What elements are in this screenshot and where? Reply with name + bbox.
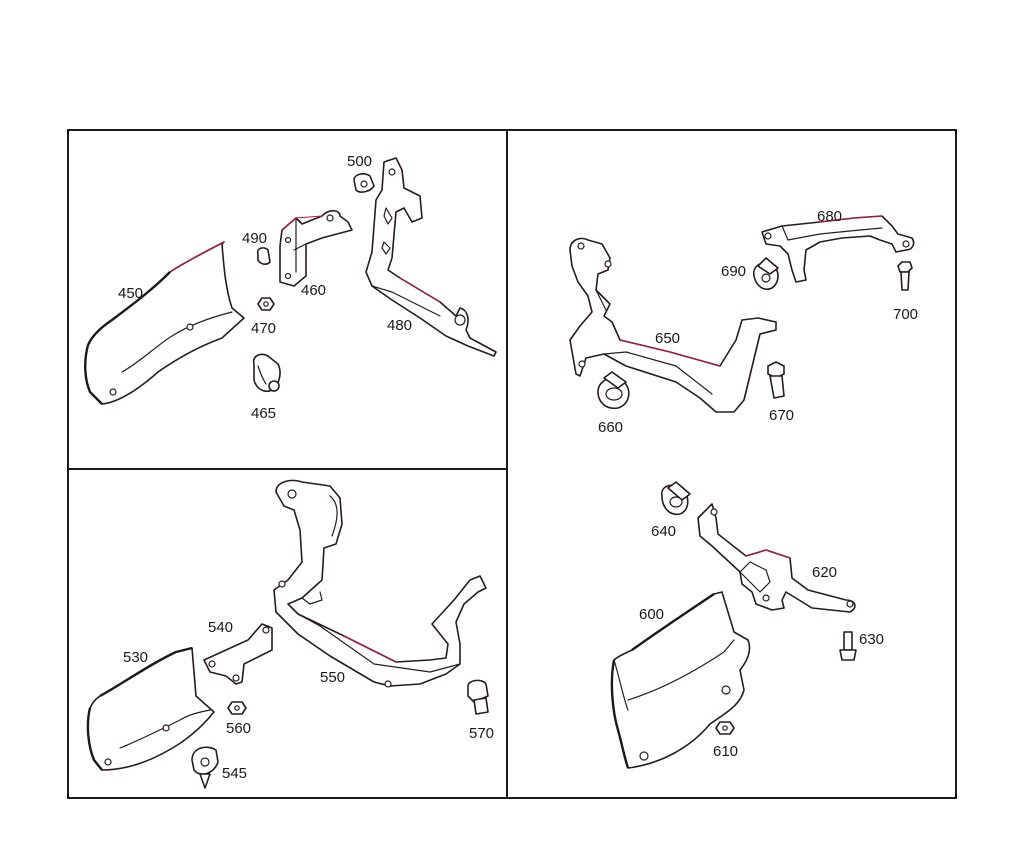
callout-460: 460 [301,282,326,299]
part-530-heat-shield [86,646,215,771]
part-690-hose-clamp [752,257,779,291]
part-630-screw [839,631,857,661]
part-700-screw [897,261,913,291]
part-600-heat-shield [610,591,751,769]
part-460-bracket [279,209,353,287]
callout-630: 630 [859,631,884,648]
part-610-nut [715,721,735,735]
callout-540: 540 [208,619,233,636]
callout-550: 550 [320,669,345,686]
callout-490: 490 [242,230,267,247]
part-680-bracket [761,215,915,283]
part-560-nut [227,701,247,715]
part-545-hose-clamp [191,746,219,789]
callout-620: 620 [812,564,837,581]
callout-690: 690 [721,263,746,280]
part-660-hose-clamp [597,371,630,410]
callout-700: 700 [893,306,918,323]
part-450-heat-shield [84,241,245,405]
part-670-bolt [767,361,785,399]
callout-610: 610 [713,743,738,760]
part-500-nut [353,173,375,193]
callout-600: 600 [639,606,664,623]
callout-500: 500 [347,153,372,170]
callout-470: 470 [251,320,276,337]
part-465-hose-clamp [252,353,281,393]
part-570-bolt [467,679,489,715]
callout-570: 570 [469,725,494,742]
callout-450: 450 [118,285,143,302]
part-640-hose-clamp [661,481,691,516]
callout-640: 640 [651,523,676,540]
part-480-support-bracket [365,157,497,357]
callout-680: 680 [817,208,842,225]
callout-545: 545 [222,765,247,782]
part-620-bracket [697,503,856,613]
callout-labels: 450 460 465 470 480 490 500 530 540 545 … [118,153,918,782]
part-550-frame-bracket [273,479,487,688]
diagram-frame [67,129,957,799]
callout-560: 560 [226,720,251,737]
callout-530: 530 [123,649,148,666]
callout-650: 650 [655,330,680,347]
part-650-main-bracket [569,237,777,413]
part-470-nut [257,297,275,311]
callout-465: 465 [251,405,276,422]
part-540-plate [203,623,273,685]
callout-670: 670 [769,407,794,424]
callout-660: 660 [598,419,623,436]
part-490-grommet [256,247,271,265]
callout-480: 480 [387,317,412,334]
